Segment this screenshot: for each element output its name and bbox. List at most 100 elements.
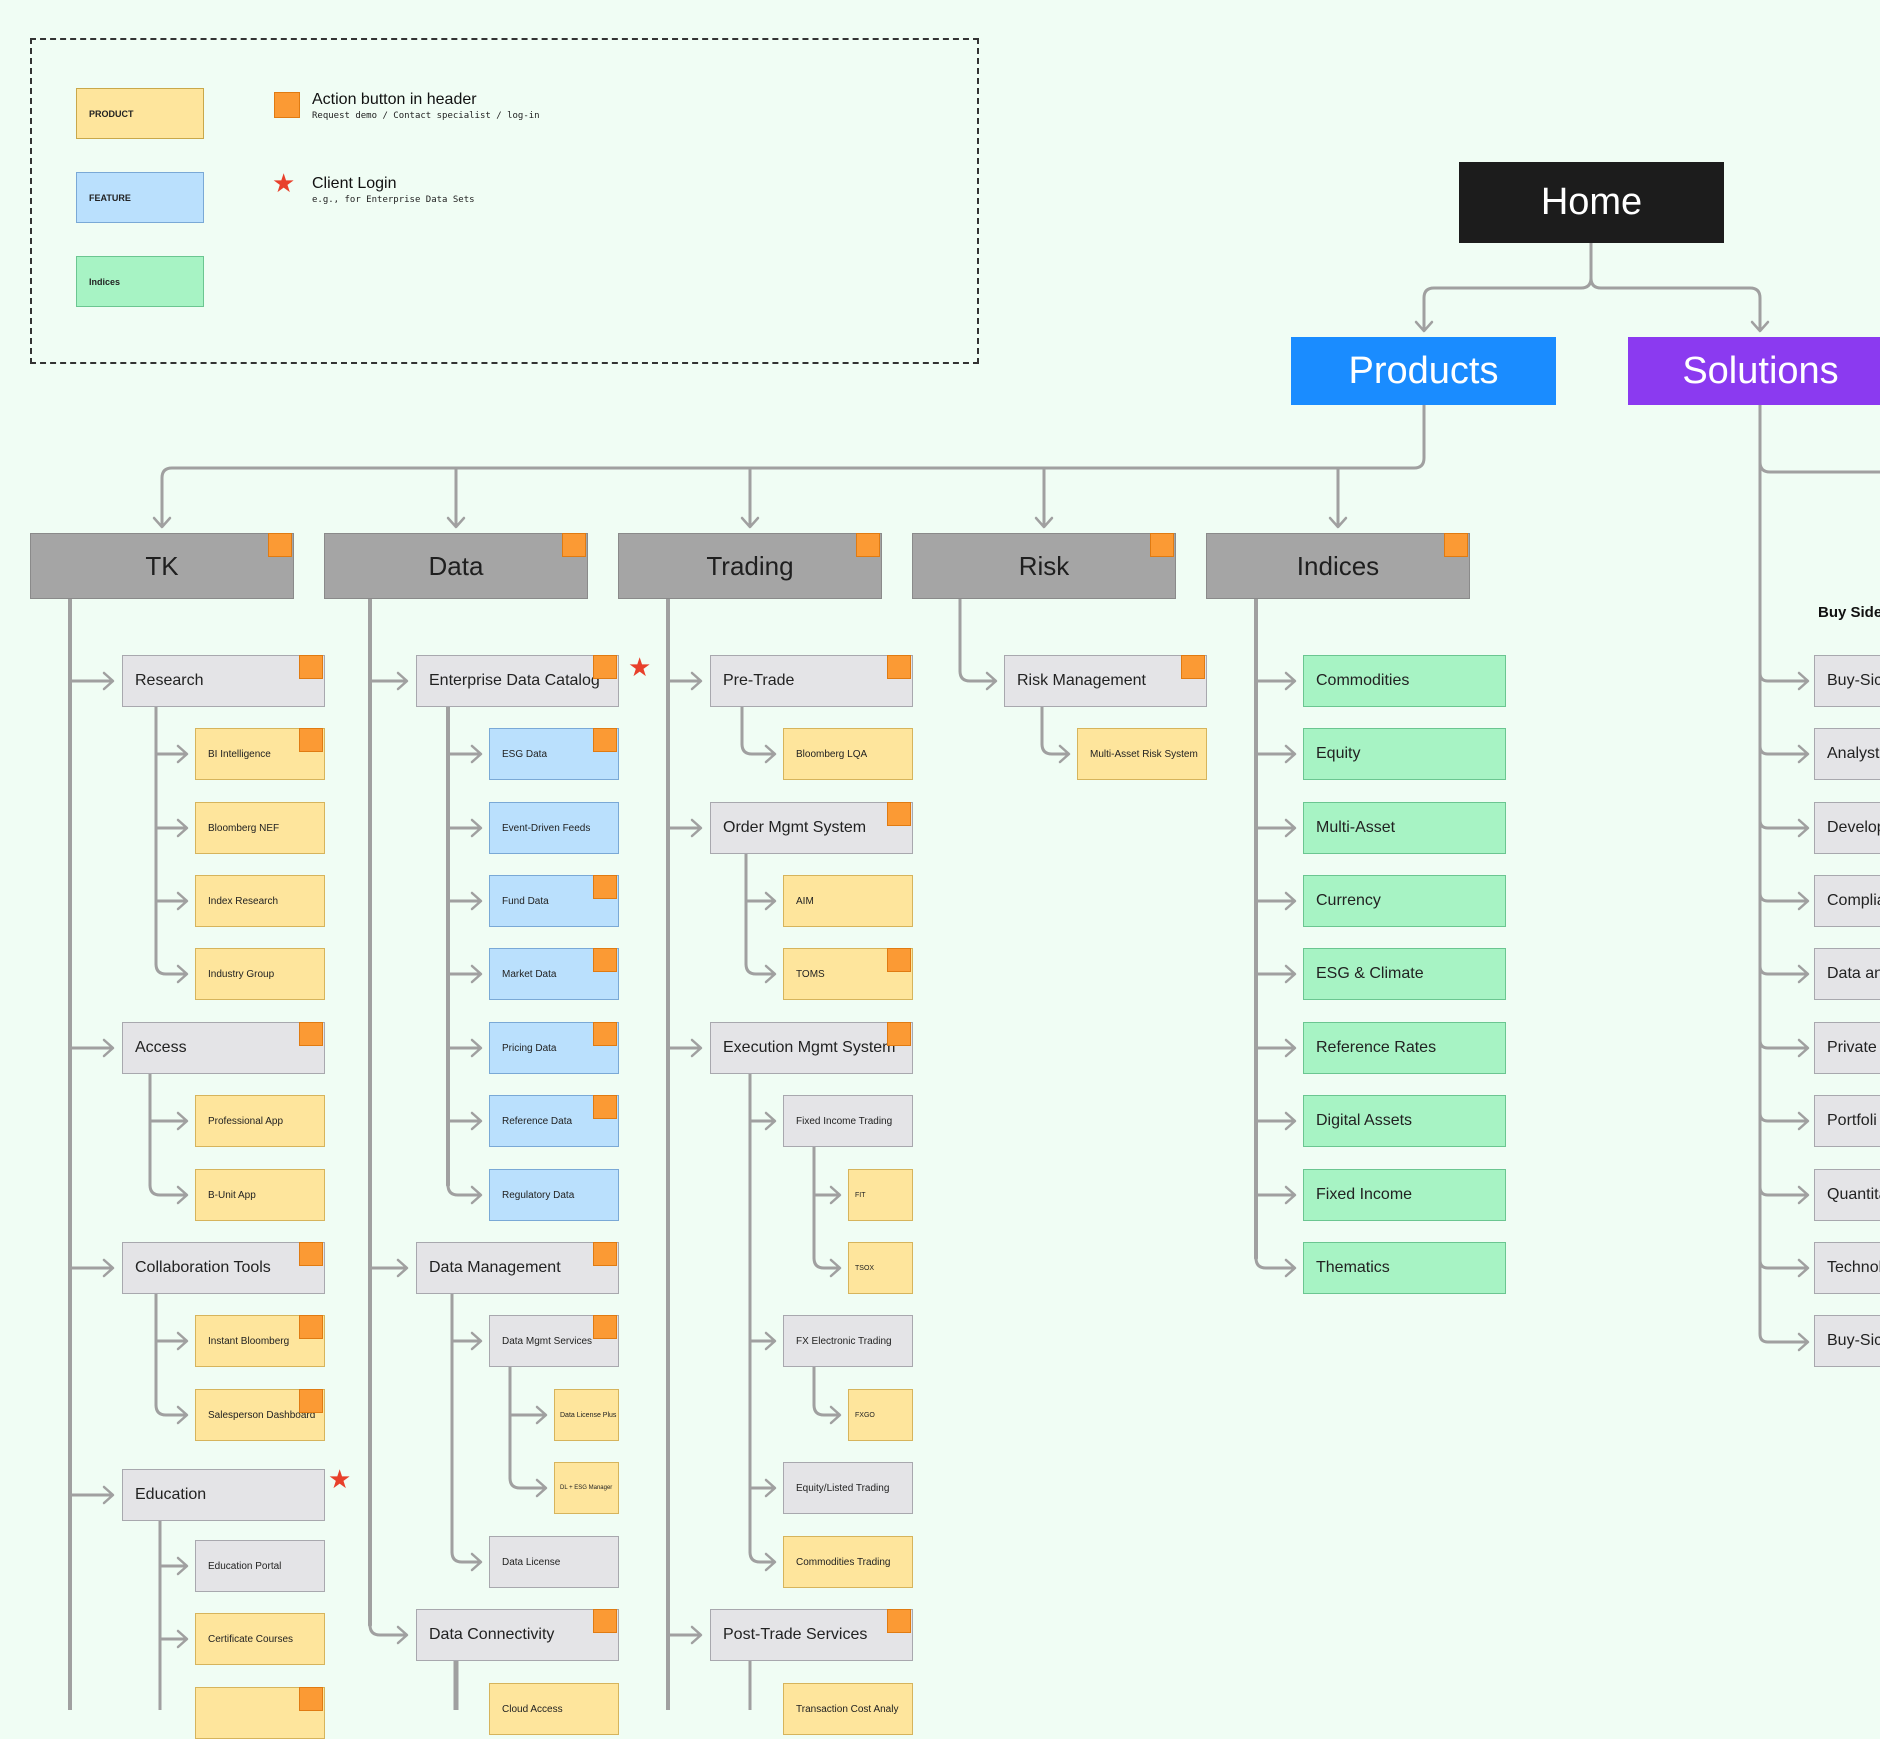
index-item[interactable]: Digital Assets — [1303, 1095, 1506, 1147]
category-risk[interactable]: Risk — [912, 533, 1176, 599]
index-item[interactable]: Commodities — [1303, 655, 1506, 707]
node-data-license-plus[interactable]: Data License Plus — [554, 1389, 619, 1441]
solutions-item[interactable]: Technol — [1814, 1242, 1880, 1294]
index-item[interactable]: Currency — [1303, 875, 1506, 927]
action-button-icon[interactable] — [299, 1242, 323, 1266]
action-button-icon[interactable] — [1150, 533, 1174, 557]
node-bloomberg-lqa[interactable]: Bloomberg LQA — [783, 728, 913, 780]
node-fxgo[interactable]: FXGO — [848, 1389, 913, 1441]
node-fixed-income-trading[interactable]: Fixed Income Trading — [783, 1095, 913, 1147]
node-post-trade-services[interactable]: Post-Trade Services — [710, 1609, 913, 1661]
solutions-item[interactable]: Private — [1814, 1022, 1880, 1074]
node-index-research[interactable]: Index Research — [195, 875, 325, 927]
action-button-icon[interactable] — [268, 533, 292, 557]
action-button-icon[interactable] — [593, 948, 617, 972]
action-button-icon[interactable] — [887, 1022, 911, 1046]
node-collaboration-tools[interactable]: Collaboration Tools — [122, 1242, 325, 1294]
solutions-item[interactable]: Buy-Sic — [1814, 655, 1880, 707]
node-research[interactable]: Research — [122, 655, 325, 707]
index-item[interactable]: Reference Rates — [1303, 1022, 1506, 1074]
action-button-icon[interactable] — [593, 1242, 617, 1266]
node-event-driven-feeds[interactable]: Event-Driven Feeds — [489, 802, 619, 854]
node-certificate-courses[interactable]: Certificate Courses — [195, 1613, 325, 1665]
action-button-icon[interactable] — [299, 728, 323, 752]
action-button-icon[interactable] — [299, 1022, 323, 1046]
action-button-icon[interactable] — [593, 1095, 617, 1119]
node-risk-management[interactable]: Risk Management — [1004, 655, 1207, 707]
solutions-item[interactable]: Portfoli — [1814, 1095, 1880, 1147]
solutions-item[interactable]: Buy-Sic — [1814, 1315, 1880, 1367]
node-pre-trade[interactable]: Pre-Trade — [710, 655, 913, 707]
node-data-license[interactable]: Data License — [489, 1536, 619, 1588]
solutions-heading: Buy Side — [1818, 604, 1880, 621]
index-item[interactable]: Thematics — [1303, 1242, 1506, 1294]
legend-action-sub: Request demo / Contact specialist / log-… — [312, 111, 540, 121]
node-data-connectivity[interactable]: Data Connectivity — [416, 1609, 619, 1661]
node-order-mgmt-system[interactable]: Order Mgmt System — [710, 802, 913, 854]
action-button-icon[interactable] — [887, 802, 911, 826]
index-item[interactable]: Equity — [1303, 728, 1506, 780]
legend-login-sub: e.g., for Enterprise Data Sets — [312, 195, 475, 205]
products-node[interactable]: Products — [1291, 337, 1556, 405]
solutions-item[interactable]: Complia — [1814, 875, 1880, 927]
node-regulatory-data[interactable]: Regulatory Data — [489, 1169, 619, 1221]
node-execution-mgmt-system[interactable]: Execution Mgmt System — [710, 1022, 913, 1074]
node-fit[interactable]: FIT — [848, 1169, 913, 1221]
node-data-management[interactable]: Data Management — [416, 1242, 619, 1294]
node-education[interactable]: Education — [122, 1469, 325, 1521]
home-node[interactable]: Home — [1459, 162, 1724, 243]
node-education-portal[interactable]: Education Portal — [195, 1540, 325, 1592]
index-item[interactable]: ESG & Climate — [1303, 948, 1506, 1000]
node-multi-asset-risk-system[interactable]: Multi-Asset Risk System — [1077, 728, 1207, 780]
action-button-icon[interactable] — [1181, 655, 1205, 679]
action-button-icon[interactable] — [562, 533, 586, 557]
node-commodities-trading[interactable]: Commodities Trading — [783, 1536, 913, 1588]
action-button-icon[interactable] — [887, 1609, 911, 1633]
legend-box: PRODUCT FEATURE Indices Action button in… — [30, 38, 979, 364]
action-button-icon[interactable] — [593, 728, 617, 752]
action-button-icon[interactable] — [593, 1315, 617, 1339]
legend-product-swatch: PRODUCT — [76, 88, 204, 139]
solutions-item[interactable]: Quantita — [1814, 1169, 1880, 1221]
node-fx-electronic-trading[interactable]: FX Electronic Trading — [783, 1315, 913, 1367]
action-button-icon[interactable] — [1444, 533, 1468, 557]
action-button-icon[interactable] — [299, 1687, 323, 1711]
node-cloud-access[interactable]: Cloud Access — [489, 1683, 619, 1735]
category-trading[interactable]: Trading — [618, 533, 882, 599]
solutions-item[interactable]: Develop — [1814, 802, 1880, 854]
legend-indices-swatch: Indices — [76, 256, 204, 307]
action-button-icon[interactable] — [299, 1315, 323, 1339]
node-bunit-app[interactable]: B-Unit App — [195, 1169, 325, 1221]
node-equity-listed-trading[interactable]: Equity/Listed Trading — [783, 1462, 913, 1514]
action-button-icon[interactable] — [887, 948, 911, 972]
category-data[interactable]: Data — [324, 533, 588, 599]
action-button-icon[interactable] — [593, 655, 617, 679]
node-aim[interactable]: AIM — [783, 875, 913, 927]
node-transaction-cost-analysis[interactable]: Transaction Cost Analy — [783, 1683, 913, 1735]
node-esg-data[interactable]: ESG Data — [489, 728, 619, 780]
index-item[interactable]: Multi-Asset — [1303, 802, 1506, 854]
action-button-icon[interactable] — [593, 875, 617, 899]
solutions-item[interactable]: Analyst — [1814, 728, 1880, 780]
node-reference-data[interactable]: Reference Data — [489, 1095, 619, 1147]
legend-feature-swatch: FEATURE — [76, 172, 204, 223]
action-button-icon[interactable] — [299, 1389, 323, 1413]
action-button-icon[interactable] — [299, 655, 323, 679]
node-bloomberg-nef[interactable]: Bloomberg NEF — [195, 802, 325, 854]
action-button-icon[interactable] — [856, 533, 880, 557]
node-dl-esg-manager[interactable]: DL + ESG Manager — [554, 1462, 619, 1514]
index-item[interactable]: Fixed Income — [1303, 1169, 1506, 1221]
action-button-icon[interactable] — [593, 1022, 617, 1046]
node-tsox[interactable]: TSOX — [848, 1242, 913, 1294]
action-button-icon[interactable] — [887, 655, 911, 679]
node-professional-app[interactable]: Professional App — [195, 1095, 325, 1147]
category-indices[interactable]: Indices — [1206, 533, 1470, 599]
node-enterprise-data-catalog[interactable]: Enterprise Data Catalog — [416, 655, 619, 707]
solutions-item[interactable]: Data an — [1814, 948, 1880, 1000]
category-tk[interactable]: TK — [30, 533, 294, 599]
node-industry-group[interactable]: Industry Group — [195, 948, 325, 1000]
star-icon: ★ — [328, 1464, 352, 1494]
node-access[interactable]: Access — [122, 1022, 325, 1074]
solutions-node[interactable]: Solutions — [1628, 337, 1880, 405]
action-button-icon[interactable] — [593, 1609, 617, 1633]
